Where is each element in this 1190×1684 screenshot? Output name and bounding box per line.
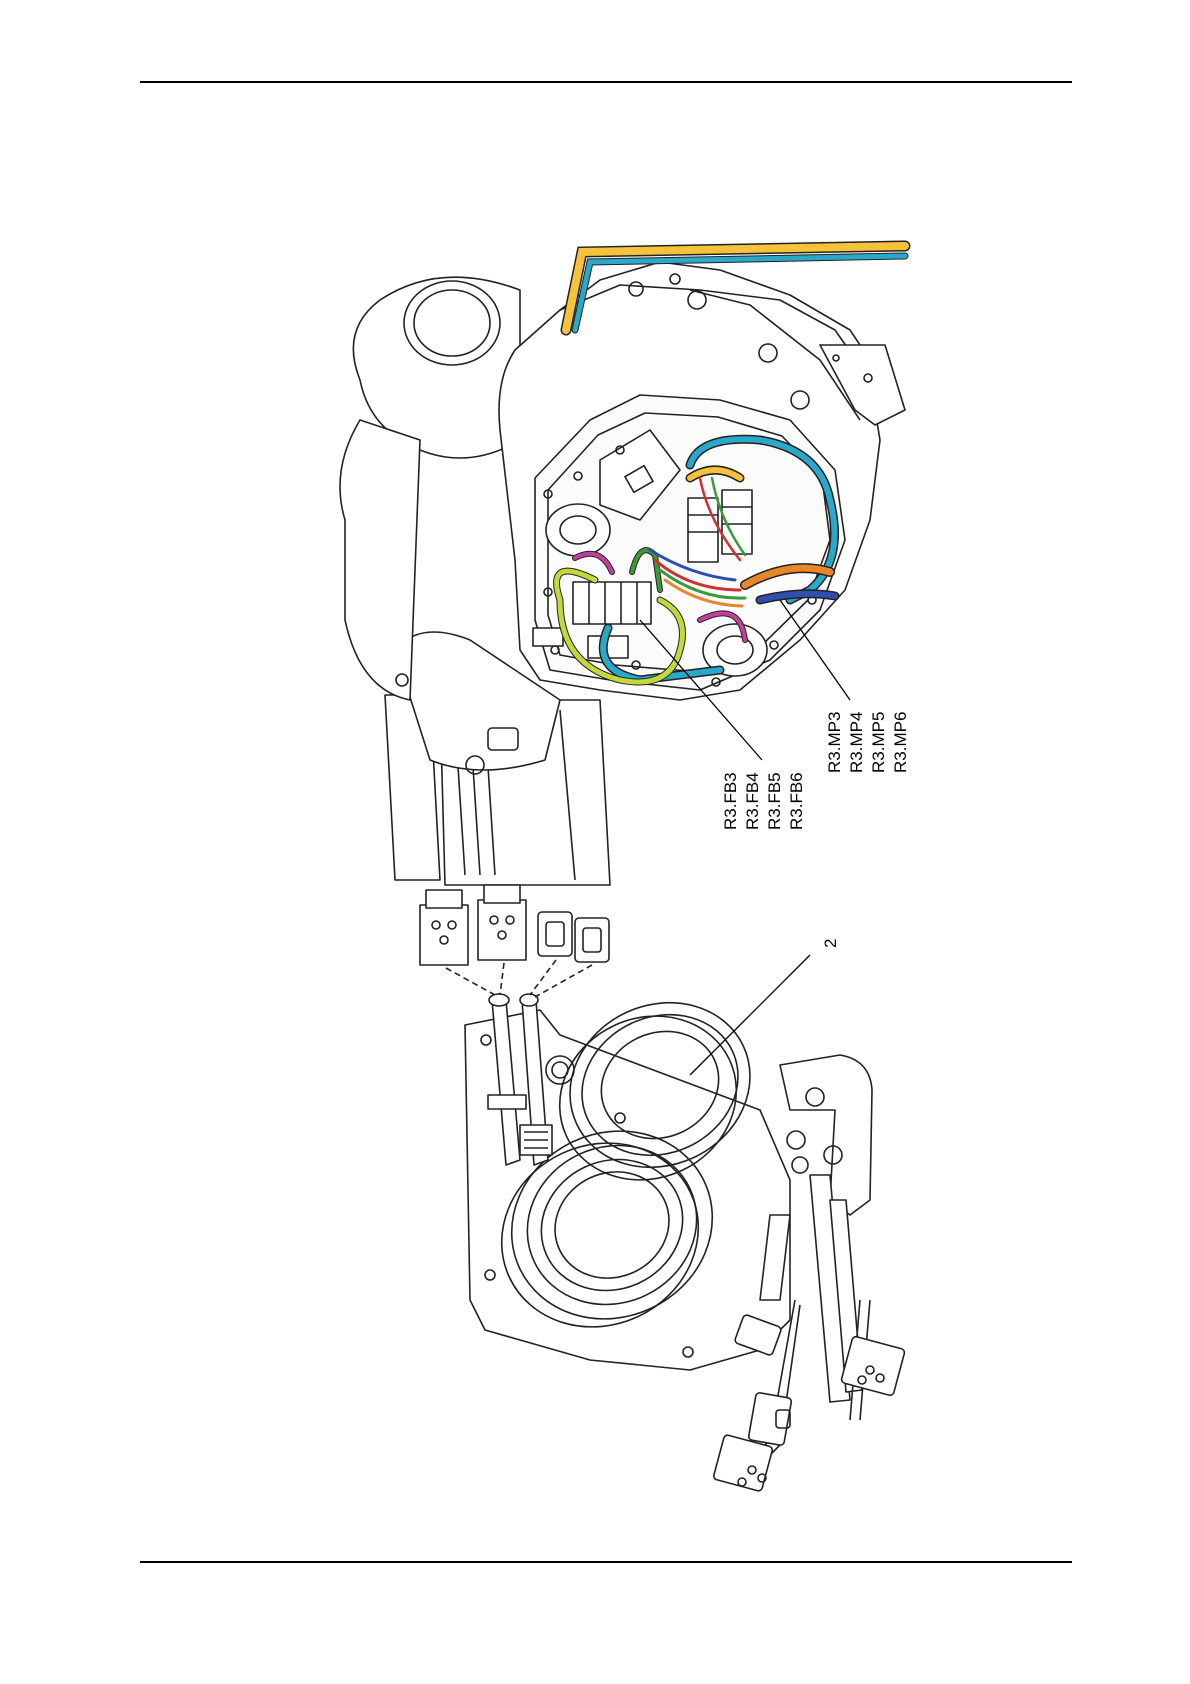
- label-mp3: R3.MP3: [825, 712, 844, 773]
- label-fb5: R3.FB5: [765, 772, 784, 830]
- label-fb6: R3.FB6: [787, 772, 806, 830]
- callout-labels: R3.FB3 R3.FB4 R3.FB5 R3.FB6 R3.MP3 R3.MP…: [721, 712, 910, 948]
- label-mp6: R3.MP6: [891, 712, 910, 773]
- label-mp4: R3.MP4: [847, 712, 866, 773]
- label-item-2: 2: [821, 939, 840, 948]
- callout-leaders-lower: [690, 955, 810, 1075]
- label-mp5: R3.MP5: [869, 712, 888, 773]
- label-fb3: R3.FB3: [721, 772, 740, 830]
- label-fb4: R3.FB4: [743, 772, 762, 830]
- harness-assembly: [420, 885, 905, 1492]
